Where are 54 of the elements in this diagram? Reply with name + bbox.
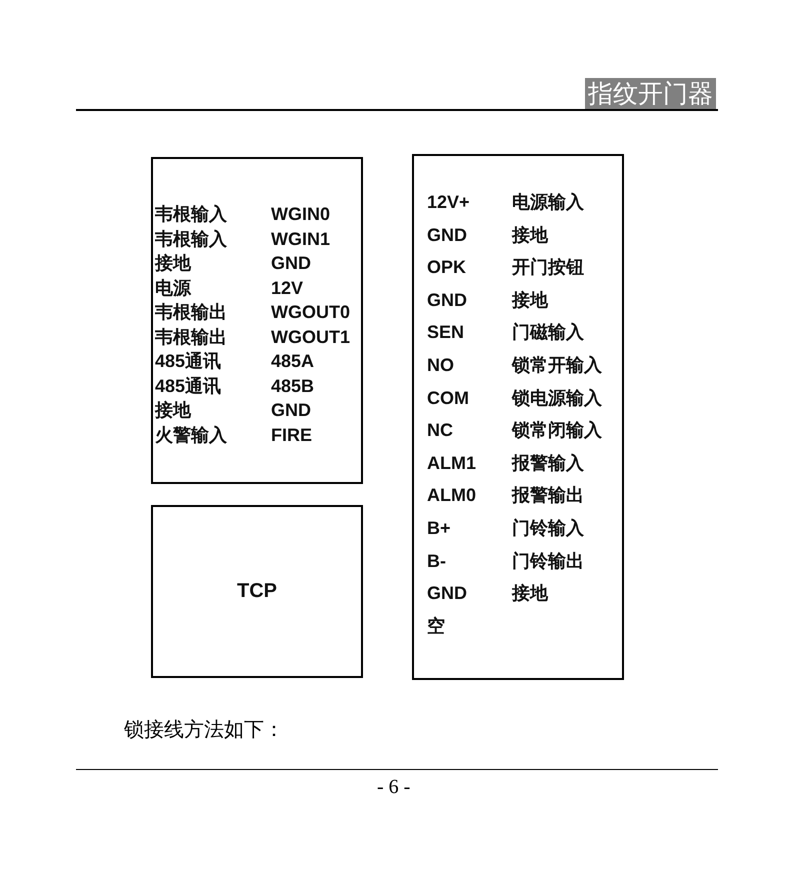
terminal-box xyxy=(412,154,624,680)
pin-left-label: ALM1 xyxy=(427,452,476,474)
pin-left-label: SEN xyxy=(427,321,464,344)
module-label: TCP xyxy=(236,580,278,602)
pin-left-label: 韦根输出 xyxy=(155,301,227,323)
pin-left-label: 12V+ xyxy=(427,191,470,213)
pin-right-label: 门磁输入 xyxy=(512,321,584,344)
pin-right-label: 锁常闭输入 xyxy=(512,419,602,442)
pin-right-label: WGOUT0 xyxy=(271,301,350,323)
pin-right-label: 接地 xyxy=(512,582,548,604)
pin-left-label: GND xyxy=(427,288,467,311)
terminal-box xyxy=(151,505,363,678)
pin-right-label: WGOUT1 xyxy=(271,326,350,348)
pin-right-label: 电源输入 xyxy=(512,191,584,213)
pin-right-label: 锁常开输入 xyxy=(512,354,602,376)
pin-right-label: 接地 xyxy=(512,224,548,246)
pin-left-label: 485通讯 xyxy=(155,350,222,372)
pin-left-label: B- xyxy=(427,550,446,572)
pin-left-label: 韦根输入 xyxy=(155,203,227,225)
pin-right-label: FIRE xyxy=(271,424,312,446)
page-number: - 6 - xyxy=(377,776,410,799)
pin-left-label: COM xyxy=(427,386,469,409)
pin-left-label: 韦根输入 xyxy=(155,228,227,250)
pin-right-label: 485B xyxy=(271,374,314,396)
pin-right-label: 开门按钮 xyxy=(512,256,584,278)
pin-left-label: NC xyxy=(427,419,453,442)
pin-right-label: 门铃输入 xyxy=(512,517,584,539)
pin-left-label: 接地 xyxy=(155,252,191,274)
body-text: 锁接线方法如下： xyxy=(124,716,284,743)
pin-left-label: 接地 xyxy=(155,399,191,421)
pin-right-label: WGIN1 xyxy=(271,228,330,250)
pin-left-label: 火警输入 xyxy=(155,424,227,446)
pin-left-label: ALM0 xyxy=(427,484,476,506)
pin-right-label: 锁电源输入 xyxy=(512,386,602,409)
pin-right-label: 报警输出 xyxy=(512,484,584,506)
pin-right-label: 门铃输出 xyxy=(512,550,584,572)
pin-left-label: 电源 xyxy=(155,276,191,298)
pin-left-label: OPK xyxy=(427,256,466,278)
pin-left-label: GND xyxy=(427,582,467,604)
pin-right-label: WGIN0 xyxy=(271,203,330,225)
pin-right-label: 12V xyxy=(271,276,304,298)
pin-right-label: 报警输入 xyxy=(512,452,584,474)
pin-left-label: NO xyxy=(427,354,454,376)
pin-right-label: 接地 xyxy=(512,288,548,311)
header-title: 指纹开门器 xyxy=(585,78,716,109)
pin-left-label: 韦根输出 xyxy=(155,326,227,348)
pin-left-label: 485通讯 xyxy=(155,374,222,396)
pin-right-label: GND xyxy=(271,252,311,274)
pin-right-label: 485A xyxy=(271,350,314,372)
pin-left-label: 空 xyxy=(427,614,445,637)
pin-right-label: GND xyxy=(271,399,311,421)
terminal-box xyxy=(151,157,363,484)
pin-left-label: GND xyxy=(427,224,467,246)
pin-left-label: B+ xyxy=(427,517,451,539)
